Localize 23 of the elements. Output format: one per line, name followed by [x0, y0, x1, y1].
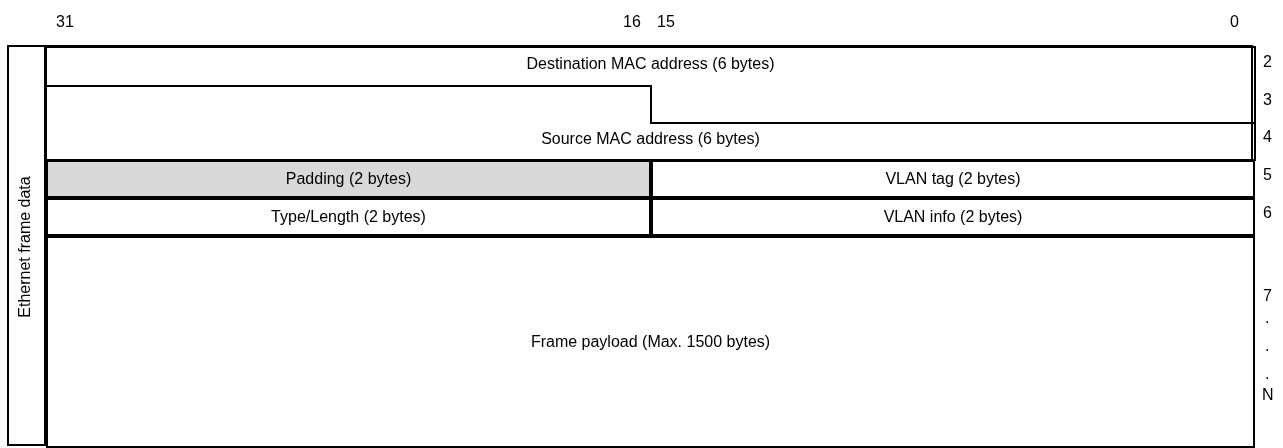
ellipsis-dot: . [1265, 309, 1270, 327]
bit-number: 0 [1230, 13, 1239, 31]
bit-number: 15 [657, 13, 675, 31]
field-cell: Frame payload (Max. 1500 bytes) [46, 236, 1255, 448]
bit-number: 16 [623, 13, 641, 31]
row-number: 2 [1263, 53, 1272, 71]
field-label: Destination MAC address (6 bytes) [525, 55, 776, 73]
ellipsis-dot: . [1265, 365, 1270, 383]
frame-border [7, 45, 1253, 446]
row-number: 3 [1263, 91, 1272, 109]
field-label: Source MAC address (6 bytes) [540, 130, 761, 148]
field-cell: Type/Length (2 bytes) [46, 198, 651, 236]
row-number: 4 [1263, 128, 1272, 146]
row-number: N [1262, 386, 1274, 404]
vertical-label: Ethernet frame data [15, 175, 34, 318]
field-cell: VLAN tag (2 bytes) [651, 160, 1255, 198]
field-cell: Padding (2 bytes) [46, 160, 651, 198]
bit-number: 31 [56, 13, 74, 31]
row-number: 7 [1263, 287, 1272, 305]
ellipsis-dot: . [1265, 337, 1270, 355]
field-cell: VLAN info (2 bytes) [651, 198, 1255, 236]
row-number: 5 [1263, 166, 1272, 184]
row-number: 6 [1263, 204, 1272, 222]
